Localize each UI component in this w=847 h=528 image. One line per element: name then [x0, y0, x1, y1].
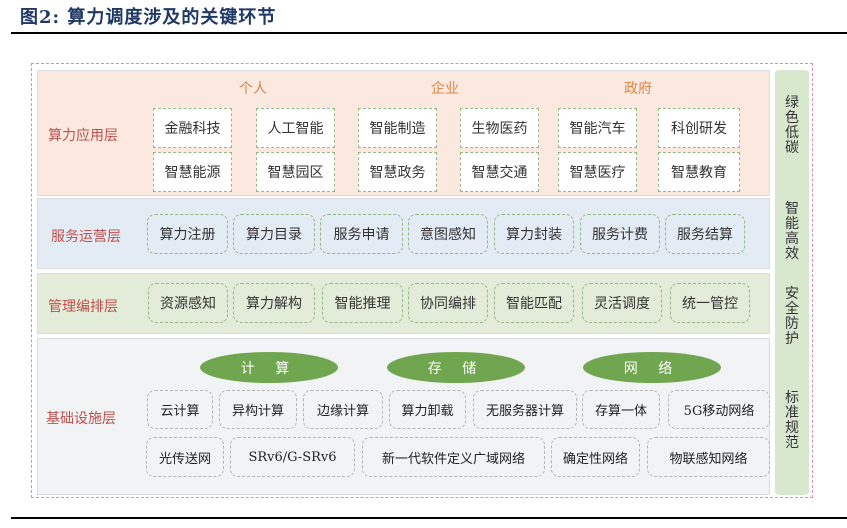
infrastructure-item: 算力卸载	[389, 390, 466, 429]
service-item: 服务计费	[580, 214, 660, 254]
side-label: 标准规范	[785, 390, 799, 451]
management-item: 协同编排	[408, 283, 488, 323]
side-label: 安全防护	[785, 286, 799, 347]
category-network: 网 络	[583, 352, 721, 383]
app-item: 智慧能源	[153, 152, 232, 192]
outer-dashed-frame	[31, 63, 813, 498]
infrastructure-item: SRv6/G-SRv6	[230, 437, 355, 477]
side-column	[775, 70, 809, 495]
service-item: 服务申请	[320, 214, 403, 254]
app-item: 金融科技	[153, 108, 232, 148]
side-intelligent-efficient: 智能高效	[775, 202, 809, 262]
top-rule	[11, 32, 847, 34]
category-compute: 计 算	[200, 352, 338, 383]
management-layer-label: 管理编排层	[48, 299, 118, 315]
service-item: 算力目录	[233, 214, 315, 254]
service-item: 算力注册	[147, 214, 228, 254]
infrastructure-item: 光传送网	[146, 437, 224, 477]
app-item: 智能制造	[358, 108, 437, 148]
side-security: 安全防护	[775, 287, 809, 347]
category-storage: 存 储	[387, 352, 525, 383]
service-layer	[37, 198, 770, 269]
app-item: 科创研发	[658, 108, 740, 148]
infrastructure-item: 5G移动网络	[668, 390, 770, 429]
header-government: 政府	[624, 81, 652, 97]
infrastructure-layer-label: 基础设施层	[46, 411, 116, 427]
app-item: 智慧园区	[256, 152, 335, 192]
infrastructure-item: 云计算	[147, 390, 213, 429]
app-item: 智慧交通	[460, 152, 539, 192]
management-item: 算力解构	[233, 283, 315, 323]
app-item: 人工智能	[256, 108, 335, 148]
infrastructure-item: 物联感知网络	[647, 437, 770, 477]
infrastructure-item: 无服务器计算	[473, 390, 577, 429]
side-green-low-carbon: 绿色低碳	[775, 96, 809, 156]
side-label: 绿色低碳	[785, 95, 799, 156]
service-item: 意图感知	[408, 214, 488, 254]
application-layer-label: 算力应用层	[48, 128, 118, 144]
management-item: 统一管控	[670, 283, 750, 323]
management-item: 智能匹配	[494, 283, 574, 323]
infrastructure-item: 确定性网络	[551, 437, 640, 477]
bottom-rule	[11, 517, 847, 519]
service-layer-label: 服务运营层	[51, 229, 121, 245]
management-item: 资源感知	[148, 283, 228, 323]
figure-title: 图2: 算力调度涉及的关键环节	[20, 7, 277, 28]
app-item: 智慧医疗	[558, 152, 637, 192]
infrastructure-item: 边缘计算	[303, 390, 383, 429]
service-item: 服务结算	[665, 214, 745, 254]
header-enterprise: 企业	[431, 81, 459, 97]
management-item: 灵活调度	[582, 283, 662, 323]
infrastructure-item: 新一代软件定义广域网络	[362, 437, 545, 477]
app-item: 智慧教育	[658, 152, 740, 192]
app-item: 智慧政务	[358, 152, 437, 192]
side-label: 智能高效	[785, 201, 799, 262]
side-standards: 标准规范	[775, 391, 809, 451]
infrastructure-item: 异构计算	[219, 390, 297, 429]
header-individual: 个人	[239, 81, 267, 97]
app-item: 智能汽车	[558, 108, 637, 148]
service-item: 算力封装	[494, 214, 574, 254]
management-item: 智能推理	[322, 283, 403, 323]
app-item: 生物医药	[460, 108, 539, 148]
infrastructure-item: 存算一体	[582, 390, 660, 429]
